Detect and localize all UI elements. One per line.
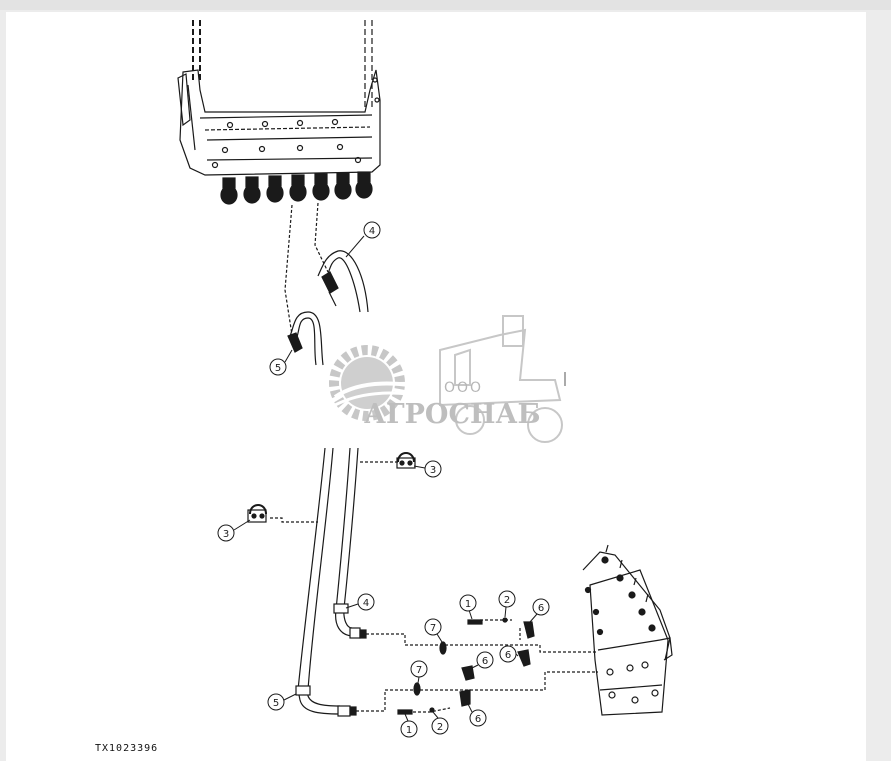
gear-logo-icon — [329, 345, 441, 421]
svg-text:6: 6 — [482, 656, 488, 667]
svg-text:6: 6 — [538, 603, 544, 614]
upper-housing — [177, 20, 381, 176]
svg-text:4: 4 — [363, 598, 369, 609]
diagram-sheet — [6, 12, 866, 761]
callout-6-middle-right: 6 — [499, 645, 519, 663]
svg-text:2: 2 — [504, 595, 510, 606]
lower-hoses — [295, 447, 367, 717]
callout-6-middle-left: 6 — [471, 651, 494, 669]
callout-7-upper: 7 — [424, 618, 443, 643]
callout-7-lower: 7 — [410, 660, 428, 684]
svg-text:7: 7 — [416, 665, 422, 676]
callout-4-lower: 4 — [345, 593, 375, 611]
callout-1-lower: 1 — [400, 713, 418, 738]
watermark: ООО АГРОСНАБ — [329, 315, 566, 443]
svg-text:1: 1 — [465, 599, 471, 610]
upper-hose-4 — [317, 250, 369, 313]
callout-6-lower: 6 — [467, 703, 487, 727]
callout-6-upper: 6 — [529, 598, 550, 623]
top-strip — [0, 0, 891, 10]
control-valve — [582, 544, 673, 716]
clamp-left — [247, 504, 267, 523]
svg-text:6: 6 — [505, 650, 511, 661]
clamp-upper — [396, 452, 416, 469]
svg-text:4: 4 — [369, 226, 375, 237]
svg-text:7: 7 — [430, 623, 436, 634]
callout-2-lower: 2 — [431, 711, 449, 735]
svg-text:3: 3 — [223, 529, 229, 540]
callout-4-upper: 4 — [345, 221, 381, 258]
fitting-row — [220, 171, 373, 205]
svg-text:1: 1 — [406, 725, 412, 736]
svg-text:6: 6 — [475, 714, 481, 725]
upper-hose-5 — [287, 311, 324, 366]
svg-text:5: 5 — [273, 698, 279, 709]
callouts: 4 5 3 3 4 5 — [217, 221, 550, 738]
svg-text:2: 2 — [437, 722, 443, 733]
callout-5-upper: 5 — [269, 349, 293, 376]
watermark-name: АГРОСНАБ — [364, 399, 541, 430]
svg-text:3: 3 — [430, 465, 436, 476]
svg-text:5: 5 — [275, 363, 281, 374]
figure-code: TX1023396 — [95, 743, 159, 754]
callout-5-lower: 5 — [267, 693, 297, 711]
watermark-prefix: ООО — [444, 380, 483, 396]
callout-3-left: 3 — [217, 519, 251, 542]
harvester-logo-icon — [439, 315, 563, 443]
callout-1-upper: 1 — [459, 594, 477, 620]
callout-2-upper: 2 — [498, 590, 516, 618]
callout-3-right: 3 — [413, 460, 442, 478]
